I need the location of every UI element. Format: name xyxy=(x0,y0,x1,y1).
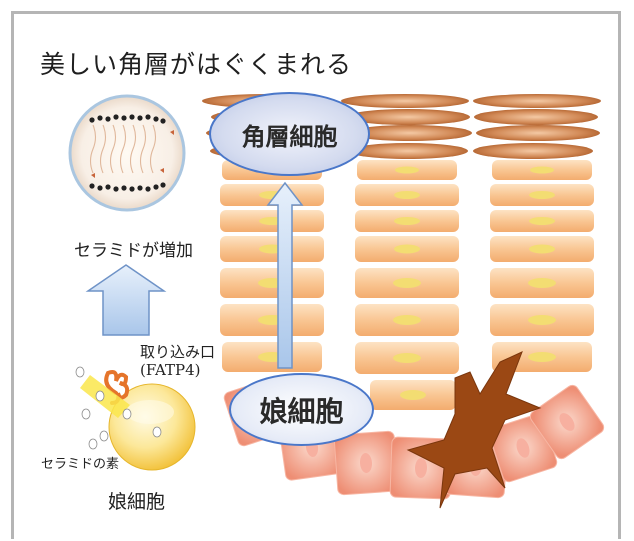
daughter-cell-bubble: 娘細胞 xyxy=(229,373,374,446)
uptake-port-line1: 取り込み口 xyxy=(140,343,216,361)
basal-cell xyxy=(529,384,605,460)
daughter-cell-caption: 娘細胞 xyxy=(108,491,166,513)
cell-column-3 xyxy=(490,160,594,372)
ceramide-source-label: セラミドの素 xyxy=(41,457,120,472)
basal-cell xyxy=(333,430,399,496)
diagram-title: 美しい角層がはぐくまれる xyxy=(40,50,353,79)
ceramide-increase-label: セラミドが増加 xyxy=(74,241,193,261)
uptake-port-line2: (FATP4) xyxy=(140,361,201,379)
corneocyte-bubble: 角層細胞 xyxy=(209,92,370,176)
daughter-cell-sphere xyxy=(75,366,196,471)
cell-column-2 xyxy=(355,160,459,410)
differentiation-arrow xyxy=(266,181,304,369)
keratinocyte-columns xyxy=(220,160,594,410)
lipid-layer-circle xyxy=(68,94,186,212)
increase-arrow xyxy=(85,264,167,336)
cell-column-1 xyxy=(220,160,324,372)
melanocyte-shape xyxy=(406,351,542,509)
uptake-port-label: 取り込み口 (FATP4) xyxy=(140,343,215,379)
